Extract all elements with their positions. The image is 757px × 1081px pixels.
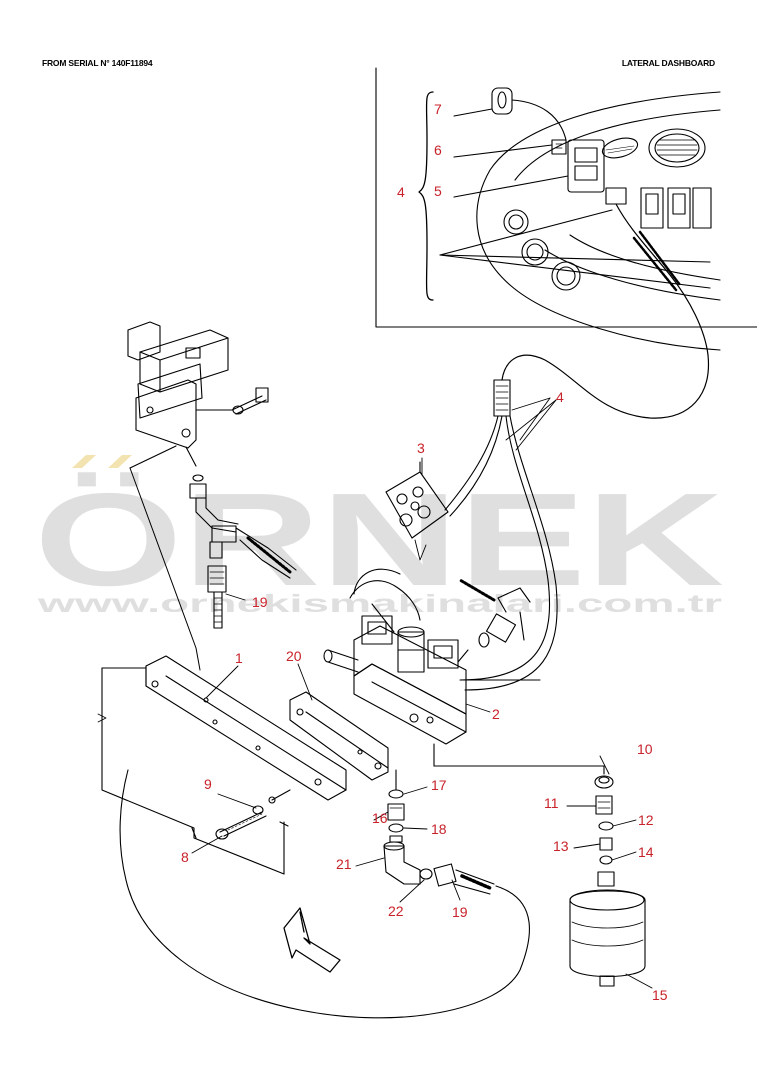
wiring-harness — [444, 354, 710, 691]
lower-fittings — [119, 769, 530, 1019]
callout-8: 8 — [181, 849, 189, 865]
callout-12: 12 — [638, 812, 654, 828]
valve-block — [323, 568, 605, 775]
serial-header: FROM SERIAL N° 140F11894 — [42, 58, 153, 68]
gasket — [289, 691, 389, 781]
callout-10: 10 — [637, 741, 653, 757]
callout-7: 7 — [434, 101, 442, 117]
bolt-and-washer — [215, 789, 291, 840]
callout-4: 4 — [556, 389, 564, 405]
callout-9: 9 — [204, 776, 212, 792]
callout-17: 17 — [431, 777, 447, 793]
watermark: ÖRNEK www.ornekismakinalari.com.tr — [34, 455, 724, 618]
watermark-brand: ÖRNEK — [34, 466, 724, 613]
callout-4-inset: 4 — [397, 184, 405, 200]
callout-22: 22 — [388, 903, 404, 919]
watermark-umlaut-left — [72, 455, 96, 468]
callout-19-top: 19 — [252, 594, 268, 610]
callout-2: 2 — [492, 706, 500, 722]
direction-arrow — [283, 907, 341, 973]
callout-15: 15 — [652, 987, 668, 1003]
callout-16: 16 — [372, 810, 388, 826]
callout-21: 21 — [336, 856, 352, 872]
mounting-bar — [97, 655, 347, 875]
callout-13: 13 — [553, 838, 569, 854]
callout-3: 3 — [417, 440, 425, 456]
callout-11: 11 — [544, 795, 559, 811]
callout-14: 14 — [638, 844, 654, 860]
callout-19-bottom: 19 — [452, 904, 468, 920]
callout-1: 1 — [235, 650, 243, 666]
callout-18: 18 — [431, 821, 447, 837]
accumulator-assembly — [569, 775, 646, 987]
watermark-umlaut-right — [108, 455, 132, 468]
section-title: LATERAL DASHBOARD — [621, 58, 715, 68]
decal-plate — [385, 461, 449, 561]
callout-20: 20 — [286, 648, 302, 664]
callout-6: 6 — [434, 142, 442, 158]
callout-labels: 7 6 5 4 4 3 19 1 20 2 10 9 17 11 16 12 1… — [181, 101, 668, 1003]
callout-leaders — [191, 397, 653, 989]
dashboard-detail-inset — [375, 67, 757, 356]
callout-5: 5 — [434, 183, 442, 199]
top-solenoid-assembly — [127, 321, 297, 671]
